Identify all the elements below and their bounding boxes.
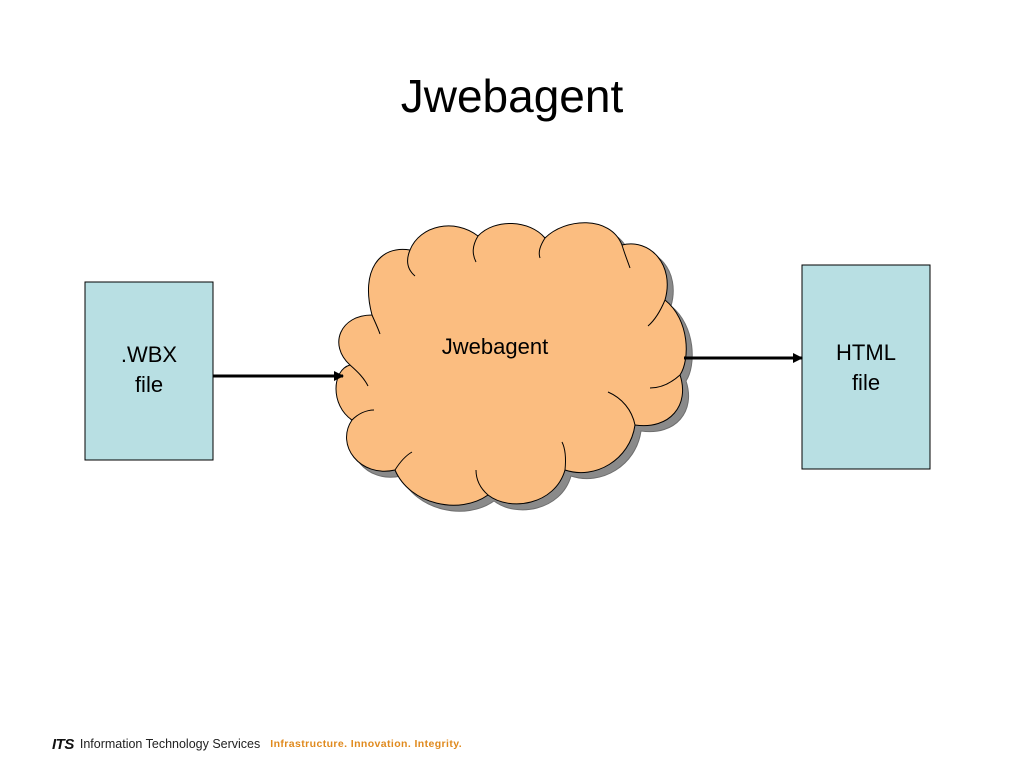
slide-title: Jwebagent (400, 70, 624, 122)
output-file-box (801, 264, 931, 470)
output-file-label: HTML file (802, 338, 930, 398)
process-cloud-shape (335, 222, 687, 506)
process-cloud-label: Jwebagent (441, 334, 549, 359)
footer-organization: Information Technology Services (79, 737, 261, 751)
input-file-box (84, 281, 214, 461)
output-file-line1: HTML (836, 340, 896, 365)
its-logo: ITS (52, 735, 74, 753)
cloud-inner-lines (349, 235, 681, 496)
footer: ITS Information Technology Services Infr… (52, 734, 462, 754)
input-file-line1: .WBX (120, 342, 178, 367)
input-file-line2: file (134, 372, 164, 397)
output-file-line2: file (851, 370, 881, 395)
input-file-label: .WBX file (85, 340, 213, 400)
footer-tagline: Infrastructure. Innovation. Integrity. (270, 738, 463, 750)
